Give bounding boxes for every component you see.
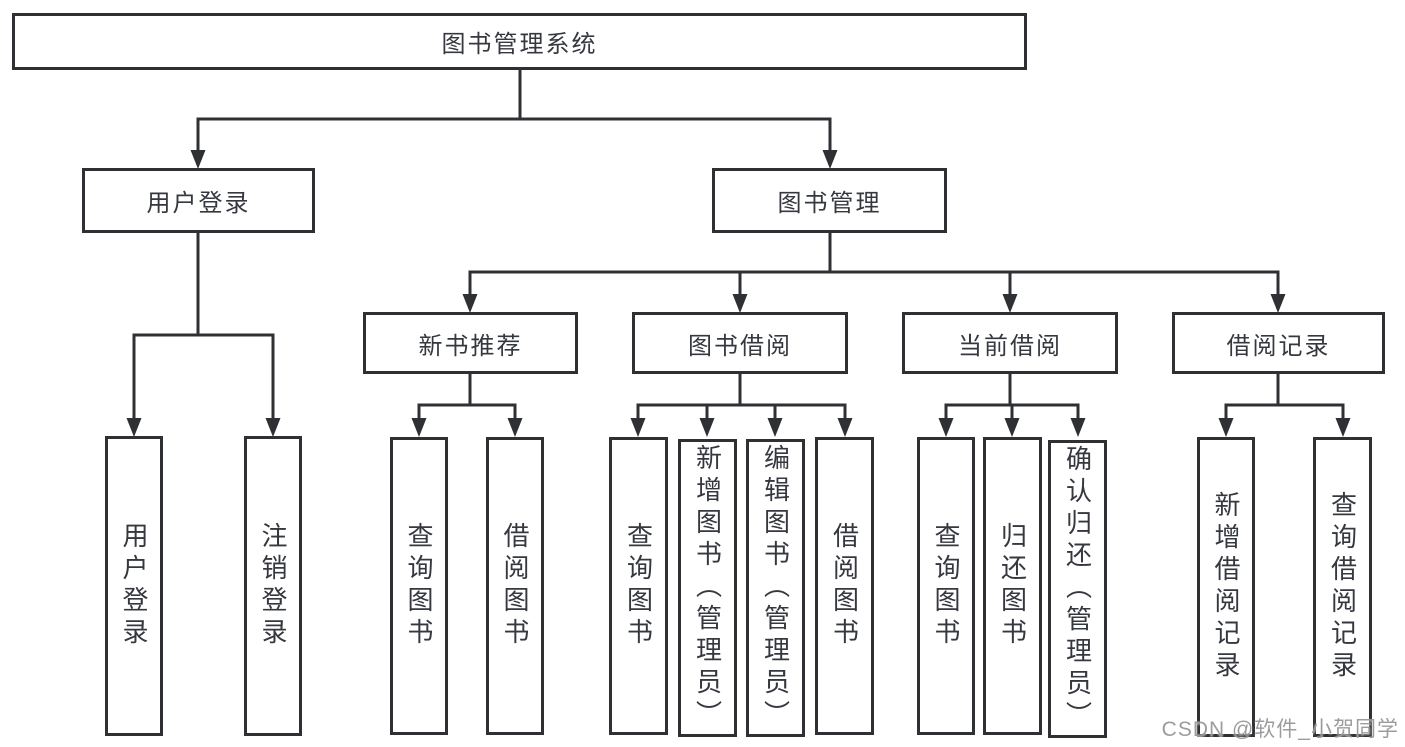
leaf-edit-book-admin: 编辑图书（管理员） — [746, 439, 805, 737]
node-label: 用户登录 — [146, 190, 251, 217]
leaf-label: 确认归还（管理员） — [1062, 445, 1093, 733]
node-label: 当前借阅 — [958, 332, 1062, 360]
leaf-borrow-books-recommend: 借阅图书 — [486, 437, 544, 735]
node-label: 新书推荐 — [418, 332, 523, 360]
leaf-label: 新增借阅记录 — [1211, 491, 1241, 683]
node-book-borrow: 图书借阅 — [632, 312, 848, 374]
leaf-label: 注销登录 — [258, 522, 288, 650]
arrowheads — [126, 150, 1351, 437]
node-new-book-recommend: 新书推荐 — [363, 312, 578, 374]
node-label: 图书管理系统 — [441, 31, 598, 58]
node-label: 借阅记录 — [1226, 332, 1331, 360]
leaf-label: 查询图书 — [623, 522, 654, 650]
leaf-label: 查询借阅记录 — [1327, 491, 1358, 683]
leaf-label: 用户登录 — [119, 522, 149, 650]
leaf-query-borrow-record: 查询借阅记录 — [1313, 437, 1372, 737]
node-library-management-system: 图书管理系统 — [12, 13, 1027, 70]
csdn-watermark: CSDN @软件_小贺同学 — [1161, 718, 1399, 741]
node-label: 图书管理 — [777, 190, 882, 217]
leaf-label: 新增图书（管理员） — [692, 444, 723, 732]
leaf-label: 编辑图书（管理员） — [760, 444, 791, 732]
leaf-return-book: 归还图书 — [983, 437, 1042, 735]
node-label: 图书借阅 — [688, 332, 792, 360]
leaf-add-book-admin: 新增图书（管理员） — [678, 439, 737, 737]
leaf-label: 归还图书 — [997, 522, 1028, 650]
leaf-label: 查询图书 — [404, 522, 434, 650]
node-borrow-records: 借阅记录 — [1172, 312, 1385, 374]
leaf-label: 查询图书 — [931, 522, 961, 650]
leaf-logout: 注销登录 — [244, 436, 302, 736]
leaf-label: 借阅图书 — [500, 522, 530, 650]
leaf-query-books-recommend: 查询图书 — [390, 437, 448, 735]
leaf-confirm-return-admin: 确认归还（管理员） — [1048, 440, 1107, 738]
leaf-label: 借阅图书 — [829, 522, 860, 650]
leaf-query-books-borrow: 查询图书 — [609, 437, 668, 735]
leaf-query-books-current: 查询图书 — [917, 437, 975, 735]
leaf-borrow-books: 借阅图书 — [815, 437, 874, 735]
leaf-user-login: 用户登录 — [105, 436, 163, 736]
leaf-add-borrow-record: 新增借阅记录 — [1197, 437, 1255, 737]
node-user-login: 用户登录 — [82, 168, 315, 233]
node-current-borrow: 当前借阅 — [902, 312, 1118, 374]
node-book-management: 图书管理 — [712, 168, 947, 233]
